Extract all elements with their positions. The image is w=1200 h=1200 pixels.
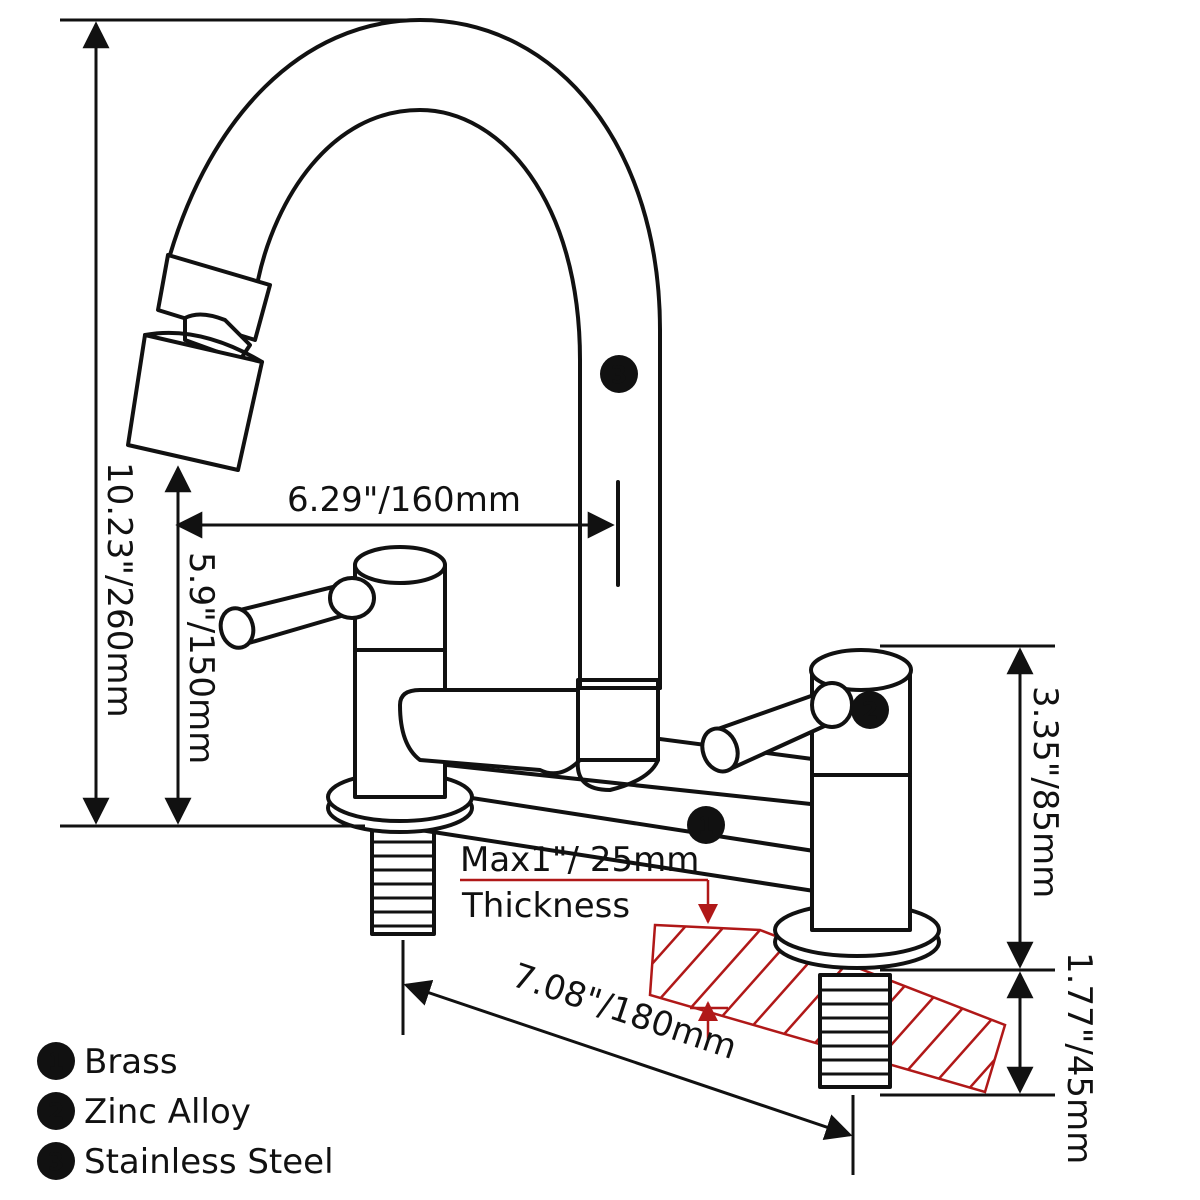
legend-material-3: Stainless Steel [84, 1142, 334, 1182]
legend-material-1: Brass [84, 1042, 178, 1082]
legend-item-brass: 1 Brass [37, 1042, 178, 1082]
right-shank [818, 973, 892, 1089]
total-height-label: 10.23"/260mm [99, 462, 139, 718]
callout-1-badge: 1 [687, 806, 725, 844]
spout-reach-label: 6.29"/160mm [287, 480, 521, 520]
max-thickness-label: Max1"/ 25mm [460, 840, 699, 880]
legend-number-3: 3 [48, 1148, 65, 1176]
legend-item-zinc-alloy: 2 Zinc Alloy [37, 1092, 251, 1132]
thickness-label: Thickness [461, 886, 630, 926]
legend-number-1: 1 [48, 1048, 65, 1076]
callout-1-number: 1 [698, 812, 715, 840]
right-valve [700, 648, 941, 970]
callout-2-number: 2 [862, 697, 879, 725]
legend-item-stainless-steel: 3 Stainless Steel [37, 1142, 334, 1182]
callout-2-badge: 2 [851, 691, 889, 729]
legend: 1 Brass 2 Zinc Alloy 3 Stainless Steel [37, 1042, 334, 1182]
left-shank [370, 824, 436, 936]
spout-base [398, 678, 660, 792]
spout-neck [126, 18, 662, 690]
left-valve [218, 545, 474, 834]
legend-number-2: 2 [48, 1098, 65, 1126]
valve-height-label: 3.35"/85mm [1025, 686, 1065, 898]
shank-length-label: 1.77"/45mm [1059, 952, 1099, 1164]
legend-material-2: Zinc Alloy [84, 1092, 251, 1132]
dimension-lines [60, 18, 1055, 1175]
callout-3-badge: 3 [600, 355, 638, 393]
callout-3-number: 3 [611, 361, 628, 389]
spout-height-label: 5.9"/150mm [181, 552, 221, 764]
